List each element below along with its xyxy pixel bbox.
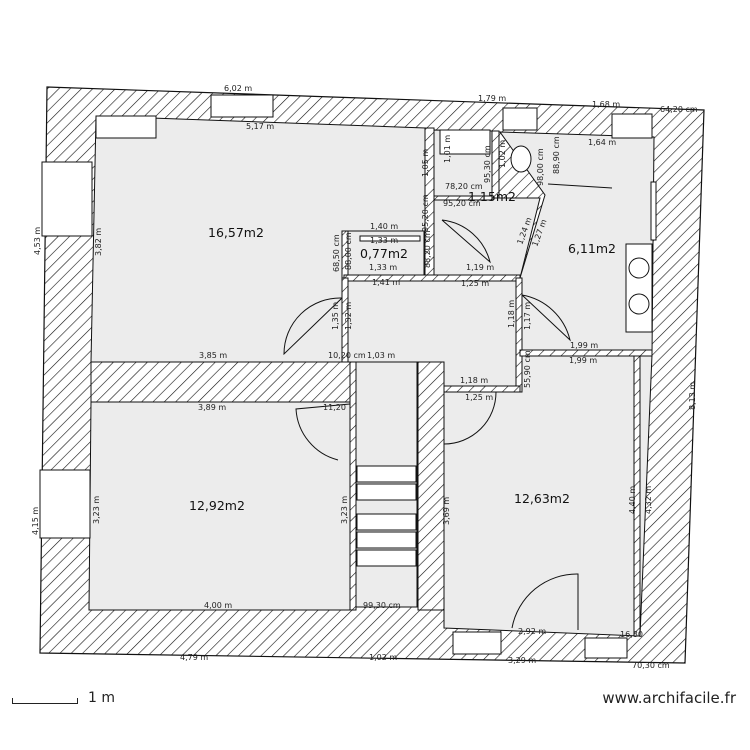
dim: 16,80 (620, 630, 643, 639)
dim: 1,99 m (569, 356, 597, 365)
radiator-top (95, 115, 157, 139)
window-top-left (210, 94, 274, 118)
dim: 70,30 cm (632, 661, 670, 670)
dim: 88,00 cm (344, 232, 353, 270)
door-living (283, 297, 343, 356)
radiator-top2 (439, 129, 491, 155)
scale-bar (12, 698, 78, 704)
dim: 88,90 cm (552, 136, 561, 174)
dim: 3,29 m (508, 656, 536, 665)
window-left-upper (41, 161, 93, 237)
dim: 8,13 m (688, 382, 697, 410)
dim: 95,20 cm (443, 199, 481, 208)
dim: 4,32 m (644, 486, 653, 514)
towel-rail-icon (650, 181, 657, 241)
dim: 3,89 m (198, 403, 226, 412)
dim: 98,00 cm (536, 148, 545, 186)
windows (39, 94, 653, 659)
door-right-bedroom (443, 391, 497, 445)
toilet-bowl-icon (510, 145, 532, 173)
dim: 10,20 cm (328, 351, 366, 360)
dim: 88,20 cm (423, 230, 432, 268)
dim: 4,53 m (33, 227, 42, 255)
area-toilet: 0,77m2 (360, 246, 408, 261)
watermark: www.archifacile.fr (602, 689, 736, 707)
dim: 3,23 m (92, 496, 101, 524)
dim: 1,18 m (507, 300, 516, 328)
window-left-lower (39, 469, 91, 539)
doors (283, 219, 579, 630)
dim: 1,35 m (331, 302, 340, 330)
dim: 2,92 m (518, 627, 546, 636)
dim: 1,25 m (461, 279, 489, 288)
area-labels: 16,57m2 0,77m2 1,15m2 6,11m2 12,92m2 12,… (189, 189, 616, 513)
scale-label: 1 m (88, 690, 115, 706)
dim: 11,20 (323, 403, 346, 412)
dim: 1,79 m (478, 94, 506, 103)
dim: 1,25 m (465, 393, 493, 402)
dim: 68,50 cm (332, 234, 341, 272)
dim: 1,03 m (367, 351, 395, 360)
dim: 1,33 m (370, 236, 398, 245)
door-bedroom-left (295, 403, 351, 461)
dim: 3,85 m (199, 351, 227, 360)
door-wc (441, 219, 491, 264)
dim: 1,05 m (421, 149, 430, 177)
window-top-mid (502, 107, 538, 131)
dim: 1,17 m (523, 302, 532, 330)
area-bedroom-right: 12,63m2 (514, 491, 570, 506)
door-bathroom (521, 294, 571, 342)
dim: 3,82 m (94, 228, 103, 256)
dim: 1,99 m (570, 341, 598, 350)
dim: 95,30 cm (483, 145, 492, 183)
dim: 1,19 m (466, 263, 494, 272)
dim: 1,18 m (460, 376, 488, 385)
dim: 3,23 m (340, 496, 349, 524)
area-bedroom-left: 12,92m2 (189, 498, 245, 513)
door-entry (511, 573, 579, 630)
dim: 4,15 m (31, 507, 40, 535)
dim: 1,32 m (344, 302, 353, 330)
dim: 6,02 m (224, 84, 252, 93)
dim: 4,40 m (628, 486, 637, 514)
window-top-right (611, 113, 653, 139)
dim: 4,79 m (180, 653, 208, 662)
dim: 3,69 m (442, 497, 451, 525)
stair-treads (356, 465, 417, 567)
dim: 55,90 cm (523, 350, 532, 388)
area-wc: 1,15m2 (468, 189, 516, 204)
dim: 1,02 m (498, 140, 507, 168)
dim: 1,68 m (592, 100, 620, 109)
dimension-labels: 6,02 m 5,17 m 1,79 m 1,68 m 64,20 cm 1,6… (31, 84, 698, 670)
dim: 4,00 m (204, 601, 232, 610)
dim: 78,20 cm (445, 182, 483, 191)
dim: 1,02 m (369, 653, 397, 662)
dim: 99,30 cm (363, 601, 401, 610)
area-bathroom: 6,11m2 (568, 241, 616, 256)
dim: 95,20 cm (421, 194, 430, 232)
fixtures (359, 145, 657, 333)
window-bottom-right (452, 631, 502, 655)
partitions (90, 127, 653, 637)
window-bottom-far (584, 637, 628, 659)
dim: 1,40 m (370, 222, 398, 231)
sink-icon (625, 243, 653, 333)
dim: 1,41 m (372, 278, 400, 287)
dim: 5,17 m (246, 122, 274, 131)
area-living: 16,57m2 (208, 225, 264, 240)
dim: 64,20 cm (660, 105, 698, 114)
dim: 1,01 m (443, 135, 452, 163)
dim: 1,64 m (588, 138, 616, 147)
dim: 1,33 m (369, 263, 397, 272)
